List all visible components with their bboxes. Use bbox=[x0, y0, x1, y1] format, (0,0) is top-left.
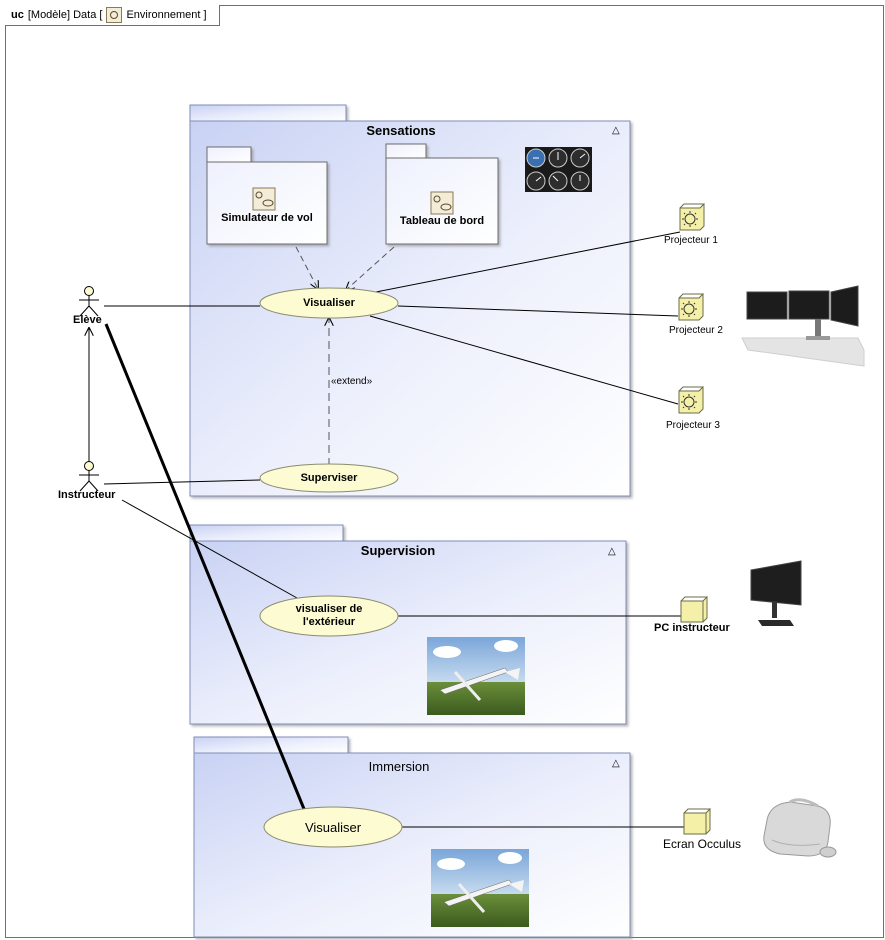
association-eleve-visualiser-immersion bbox=[104, 323, 306, 810]
node-label-ecran-occulus: Ecran Occulus bbox=[663, 837, 742, 851]
dependency-tableau-visualiser bbox=[346, 246, 395, 290]
use-case-diagram-icon bbox=[430, 191, 454, 215]
ecran-occulus-node[interactable] bbox=[683, 807, 711, 835]
glider-image-supervision bbox=[427, 637, 525, 715]
package-title-sensations: Sensations bbox=[366, 123, 436, 138]
association-instructeur-superviser bbox=[103, 479, 261, 485]
diagram-frame-header: uc [Modèle] Data [ Environnement ] bbox=[5, 5, 220, 26]
projector-node-1[interactable] bbox=[679, 202, 705, 231]
package-title-immersion: Immersion bbox=[368, 759, 430, 774]
association-instructeur-visualiser-exterieur bbox=[121, 499, 298, 599]
dependency-simulateur-visualiser bbox=[295, 246, 318, 289]
use-case-visualiser-exterieur[interactable] bbox=[259, 595, 399, 637]
pc-instructeur-node[interactable] bbox=[680, 595, 708, 623]
collapse-toggle-sensations[interactable]: △ bbox=[612, 125, 620, 136]
use-case-label-superviser: Superviser bbox=[300, 471, 358, 484]
association-visualiser-projecteur3 bbox=[369, 315, 679, 405]
projector-node-3[interactable] bbox=[678, 385, 704, 414]
cockpit-instruments-image bbox=[525, 147, 592, 192]
use-case-superviser[interactable] bbox=[259, 463, 399, 493]
association-visualiser-projecteur1 bbox=[375, 231, 681, 293]
actor-label-instructeur: Instructeur bbox=[58, 489, 116, 501]
node-label-pc-instructeur: PC instructeur bbox=[654, 622, 730, 634]
frame-kind: uc bbox=[11, 9, 24, 21]
subpackage-label-tableau: Tableau de bord bbox=[399, 215, 485, 227]
use-case-visualiser-immersion[interactable] bbox=[263, 806, 403, 848]
frame-name: Environnement ] bbox=[126, 9, 207, 21]
monitor-image bbox=[750, 560, 802, 626]
package-title-supervision: Supervision bbox=[360, 543, 436, 558]
use-case-label-visualiser: Visualiser bbox=[303, 296, 355, 309]
association-visualiser-projecteur2 bbox=[397, 305, 679, 317]
package-immersion[interactable] bbox=[193, 736, 631, 938]
use-case-label-visualiser-immersion: Visualiser bbox=[304, 819, 362, 835]
actor-label-eleve: Elève bbox=[73, 314, 102, 326]
frame-prefix: [Modèle] Data [ bbox=[27, 9, 103, 21]
collapse-toggle-immersion[interactable]: △ bbox=[612, 758, 620, 769]
actor-eleve[interactable] bbox=[79, 286, 99, 317]
node-label-projecteur3: Projecteur 3 bbox=[666, 420, 720, 431]
actor-instructeur[interactable] bbox=[79, 461, 99, 492]
node-label-projecteur2: Projecteur 2 bbox=[669, 325, 723, 336]
environment-diagram-icon bbox=[106, 7, 123, 23]
use-case-visualiser-sensations[interactable] bbox=[259, 287, 399, 319]
subpackage-label-simulateur: Simulateur de vol bbox=[221, 212, 313, 224]
glider-image-immersion bbox=[431, 849, 529, 927]
node-label-projecteur1: Projecteur 1 bbox=[664, 235, 718, 246]
use-case-label-visualiser-exterieur: visualiser de l'extérieur bbox=[295, 603, 363, 628]
vr-headset-image bbox=[763, 798, 837, 858]
projector-node-2[interactable] bbox=[678, 292, 704, 321]
triple-monitor-image bbox=[741, 285, 865, 367]
package-supervision[interactable] bbox=[189, 524, 627, 725]
use-case-diagram-icon bbox=[252, 187, 276, 211]
extend-stereotype-label: «extend» bbox=[331, 376, 373, 387]
collapse-toggle-supervision[interactable]: △ bbox=[608, 546, 616, 557]
